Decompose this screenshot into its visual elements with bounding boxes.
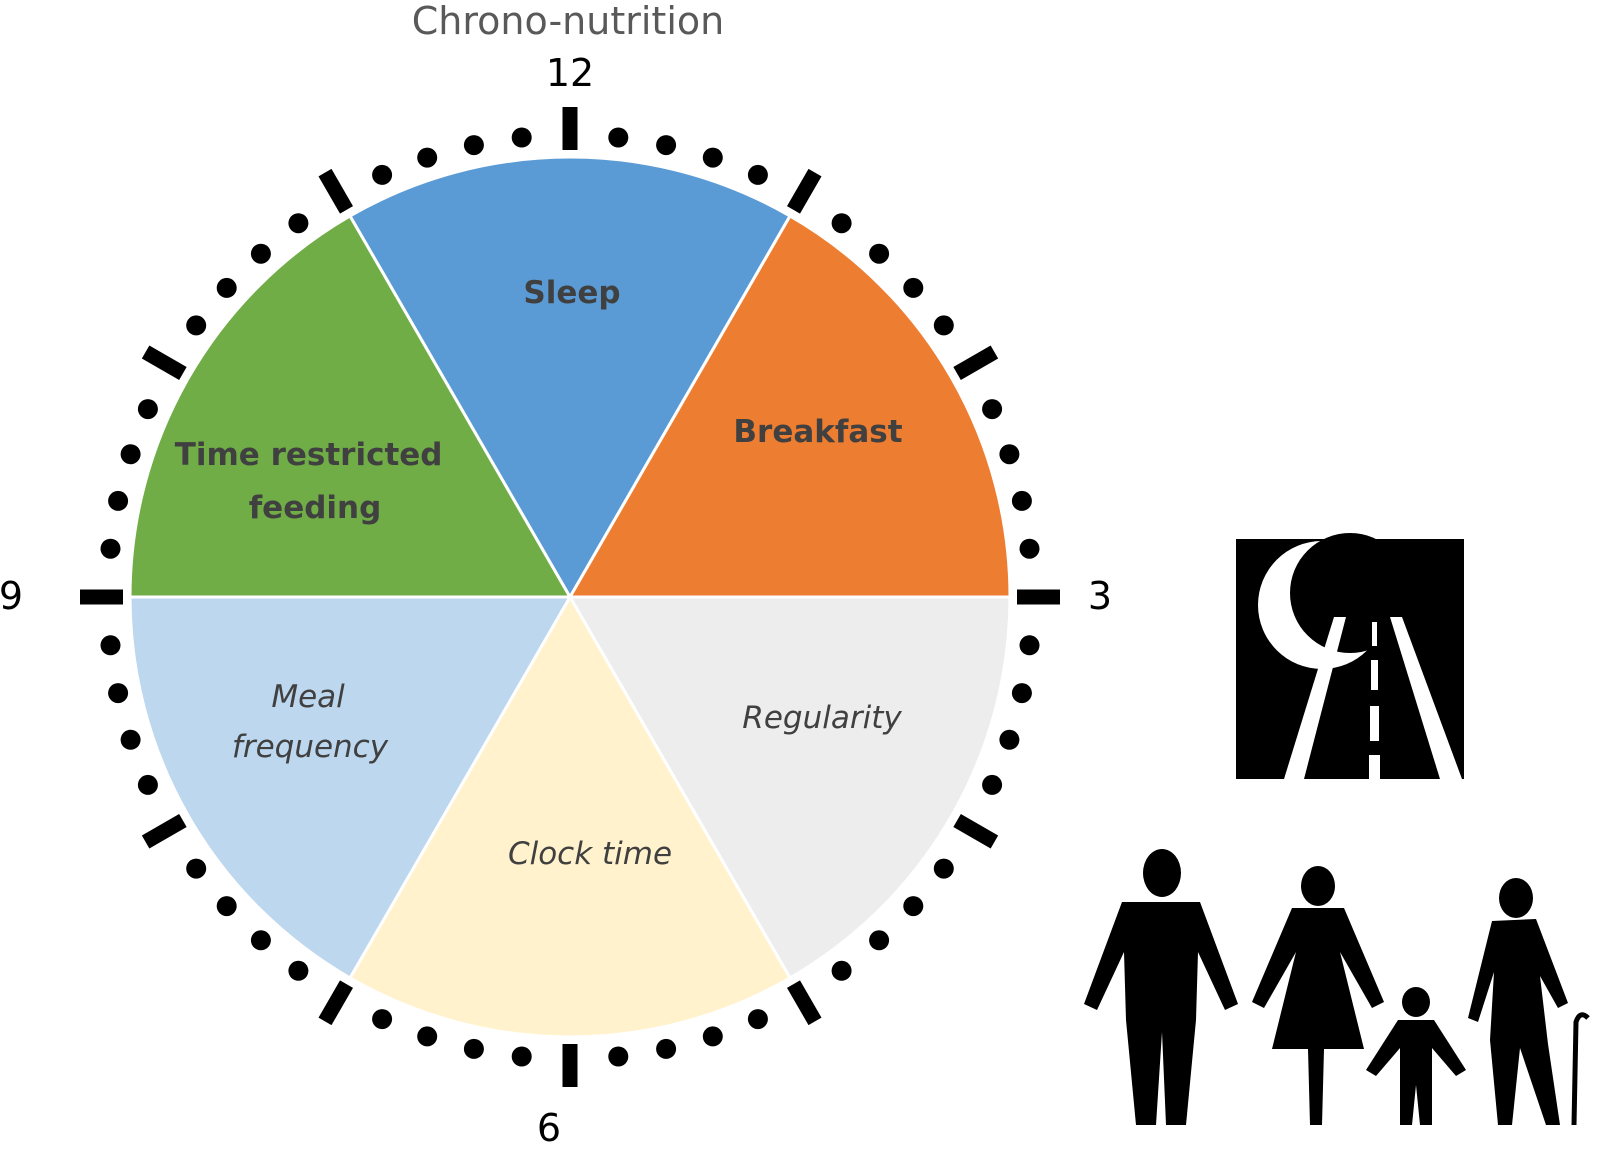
minute-dot: [216, 277, 237, 298]
minute-dot: [1011, 490, 1032, 511]
hour-label-9: 9: [0, 574, 23, 618]
family-icon: [1084, 849, 1590, 1126]
hour-mark: [318, 980, 353, 1026]
diagram-title: Chrono-nutrition: [412, 0, 724, 43]
minute-dot: [108, 490, 129, 511]
segment-meal-frequency: [128, 595, 573, 981]
minute-dot: [702, 1026, 723, 1047]
minute-dot: [372, 1009, 393, 1030]
minute-dot: [933, 315, 954, 336]
minute-dot: [216, 896, 237, 917]
minute-dot: [250, 243, 271, 264]
hour-mark: [318, 168, 353, 214]
hour-mark: [787, 980, 822, 1026]
hour-marks: [80, 107, 1060, 1087]
minute-dot: [288, 213, 309, 234]
minute-dot: [1011, 683, 1032, 704]
segment-label-breakfast: Breakfast: [733, 414, 902, 450]
minute-dot: [463, 135, 484, 156]
minute-dot: [288, 960, 309, 981]
minute-dot: [656, 135, 677, 156]
minute-dot: [186, 315, 207, 336]
minute-dot: [608, 127, 629, 148]
segment-label-meal-frequency: Meal frequency: [232, 679, 389, 765]
minute-dot: [933, 858, 954, 879]
minute-dot: [463, 1038, 484, 1059]
minute-dot: [372, 164, 393, 185]
minute-dot: [831, 960, 852, 981]
minute-dot: [702, 147, 723, 168]
hour-label-3: 3: [1088, 574, 1112, 618]
minute-dot: [831, 213, 852, 234]
clock-face: [128, 155, 1012, 1039]
segment-time-restricted-feeding: [128, 213, 573, 599]
minute-dot: [982, 774, 1003, 795]
segment-breakfast: [567, 213, 1012, 599]
minute-dot: [100, 635, 121, 656]
minute-dot: [417, 1026, 438, 1047]
minute-dot: [608, 1046, 629, 1067]
minute-dot: [417, 147, 438, 168]
minute-dot: [999, 444, 1020, 465]
minute-dot: [250, 930, 271, 951]
minute-dot: [511, 127, 532, 148]
segment-label-time-restricted-feeding: Time restricted feeding: [175, 437, 454, 526]
minute-dot: [120, 729, 141, 750]
minute-dot: [747, 1009, 768, 1030]
hour-label-6: 6: [537, 1106, 561, 1149]
minute-dot: [137, 774, 158, 795]
hour-mark: [141, 814, 187, 849]
segment-label-regularity: Regularity: [742, 700, 902, 736]
segment-label-sleep: Sleep: [523, 275, 620, 311]
hour-mark: [953, 814, 999, 849]
segment-regularity: [567, 595, 1012, 981]
minute-dot: [903, 277, 924, 298]
minute-dot: [100, 538, 121, 559]
minute-dot: [108, 683, 129, 704]
minute-dot: [747, 164, 768, 185]
segment-label-clock-time: Clock time: [508, 836, 672, 872]
hour-mark: [953, 345, 999, 380]
hour-label-12: 12: [546, 51, 594, 95]
minute-dot: [656, 1038, 677, 1059]
segment-sleep: [347, 155, 793, 600]
minute-dots: [100, 127, 1040, 1067]
minute-dot: [903, 896, 924, 917]
segment-clock-time: [347, 594, 793, 1039]
hour-mark: [787, 168, 822, 214]
hour-mark: [141, 345, 187, 380]
minute-dot: [120, 444, 141, 465]
minute-dot: [999, 729, 1020, 750]
minute-dot: [186, 858, 207, 879]
minute-dot: [1019, 635, 1040, 656]
minute-dot: [869, 243, 890, 264]
minute-dot: [137, 399, 158, 420]
minute-dot: [1019, 538, 1040, 559]
minute-dot: [982, 399, 1003, 420]
minute-dot: [869, 930, 890, 951]
night-road-icon: [1236, 533, 1464, 779]
minute-dot: [511, 1046, 532, 1067]
